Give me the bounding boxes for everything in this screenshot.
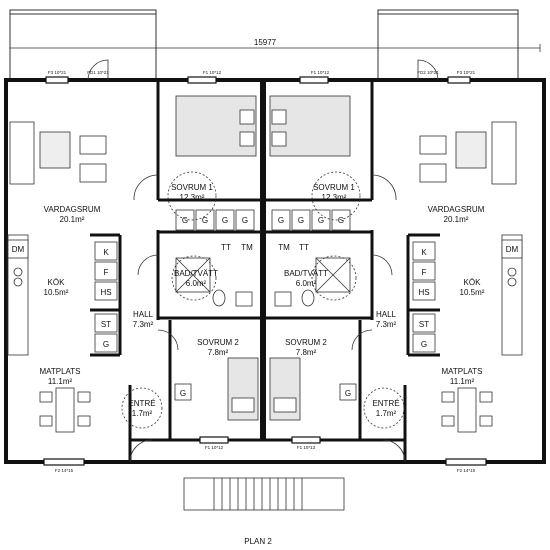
wardrobe-g-l4: G [242, 216, 248, 225]
single-bed-right [269, 357, 301, 421]
room-area-kitchen-left: 10.5m² [44, 288, 69, 297]
room-name-entry-right: ENTRÉ [372, 399, 399, 408]
door-swings [87, 59, 439, 463]
room-area-dining-left: 11.1m² [48, 377, 73, 386]
sofa-group-left [9, 121, 107, 185]
window-label-f3-right: F3 10*21 [457, 70, 476, 75]
interior-walls-left [90, 80, 263, 462]
wardrobe-g-entry-right: G [345, 389, 351, 398]
fridge-k-left: K [103, 248, 109, 257]
wardrobe-row-left [175, 209, 255, 231]
window-marks [43, 76, 487, 466]
room-area-bath-left: 6.0m² [186, 279, 207, 288]
room-area-living-left: 20.1m² [60, 215, 85, 224]
room-area-hall-left: 7.3m² [133, 320, 154, 329]
window-label-f1-top-right: F1 10*12 [311, 70, 330, 75]
room-name-dining-right: MATPLATS [441, 367, 482, 376]
room-area-bedroom2-left: 7.8m² [208, 348, 229, 357]
room-name-bedroom2-right: SOVRUM 2 [285, 338, 327, 347]
washer-tt-left: TT [221, 243, 231, 252]
window-label-f1-top-left: F1 10*12 [203, 70, 222, 75]
room-area-bedroom1-left: 12.3m² [180, 193, 205, 202]
bath-fixtures [175, 257, 351, 307]
cabinet-hs-left: HS [100, 288, 111, 297]
room-area-entry-left: 1.7m² [132, 409, 153, 418]
single-bed-left [227, 357, 259, 421]
room-area-kitchen-right: 10.5m² [460, 288, 485, 297]
kitchen-counter-left [7, 234, 29, 356]
wardrobe-g-l2: G [202, 216, 208, 225]
dryer-tm-left: TM [241, 243, 253, 252]
dining-table-left [39, 387, 91, 433]
appliance-boxes-right [339, 239, 523, 401]
window-label-f2-right: F2 14*15 [457, 468, 476, 473]
dimension-line [9, 44, 541, 52]
entrance-stairs [183, 477, 345, 511]
cabinet-hs-right: HS [418, 288, 429, 297]
window-label-fd1: FD1 10*21 [87, 70, 109, 75]
dishwasher-dm-left: DM [12, 245, 25, 254]
room-name-dining-left: MATPLATS [39, 367, 80, 376]
appliance-boxes-left [7, 239, 192, 401]
double-bed-right [269, 95, 351, 157]
room-name-bedroom2-left: SOVRUM 2 [197, 338, 239, 347]
room-area-living-right: 20.1m² [444, 215, 469, 224]
wardrobe-g-r1: G [278, 216, 284, 225]
cabinet-st-left: ST [101, 320, 111, 329]
room-area-bath-right: 6.0m² [296, 279, 317, 288]
wardrobe-g-entry-left: G [180, 389, 186, 398]
window-label-f2-left: F2 14*15 [55, 468, 74, 473]
wardrobe-row-right [271, 209, 351, 231]
room-area-bedroom2-right: 7.8m² [296, 348, 317, 357]
dining-table-right [441, 387, 493, 433]
wardrobe-g-r4: G [338, 216, 344, 225]
room-area-entry-right: 1.7m² [376, 409, 397, 418]
room-area-bedroom1-right: 12.3m² [322, 193, 347, 202]
fridge-k-right: K [421, 248, 427, 257]
turning-circles [121, 171, 405, 429]
room-name-bath-left: BAD/TVÄTT [174, 269, 218, 278]
interior-walls-right [263, 80, 440, 462]
dimension-label: 15977 [254, 38, 277, 47]
room-name-hall-right: HALL [376, 310, 397, 319]
washer-tt-right: TT [299, 243, 309, 252]
double-bed-left [175, 95, 257, 157]
room-name-hall-left: HALL [133, 310, 154, 319]
room-name-bedroom1-left: SOVRUM 1 [171, 183, 213, 192]
room-name-kitchen-left: KÖK [48, 278, 66, 287]
room-name-living-right: VARDAGSRUM [428, 205, 485, 214]
room-name-kitchen-right: KÖK [464, 278, 482, 287]
wardrobe-g-l3: G [222, 216, 228, 225]
dryer-tm-right: TM [278, 243, 290, 252]
window-label-f1-bottom-right: F1 10*13 [297, 445, 316, 450]
room-area-hall-right: 7.3m² [376, 320, 397, 329]
kitchen-counter-right [501, 234, 523, 356]
freezer-f-left: F [104, 268, 109, 277]
freezer-f-right: F [422, 268, 427, 277]
plan-title: PLAN 2 [244, 537, 272, 546]
window-label-fd2: FD2 10*21 [417, 70, 439, 75]
sofa-group-right [419, 121, 517, 185]
window-label-f3-left: F3 10*21 [48, 70, 67, 75]
wardrobe-g-l1: G [182, 216, 188, 225]
room-name-bath-right: BAD/TVÄTT [284, 269, 328, 278]
room-area-dining-right: 11.1m² [450, 377, 475, 386]
window-label-f1-bottom-left: F1 10*12 [205, 445, 224, 450]
room-name-entry-left: ENTRÉ [128, 399, 155, 408]
wardrobe-g-r2: G [298, 216, 304, 225]
wardrobe-g-hall-right: G [421, 340, 427, 349]
dishwasher-dm-right: DM [506, 245, 519, 254]
exterior-walls [4, 78, 546, 464]
room-name-living-left: VARDAGSRUM [44, 205, 101, 214]
cabinet-st-right: ST [419, 320, 429, 329]
room-name-bedroom1-right: SOVRUM 1 [313, 183, 355, 192]
wardrobe-g-r3: G [318, 216, 324, 225]
wardrobe-g-hall-left: G [103, 340, 109, 349]
